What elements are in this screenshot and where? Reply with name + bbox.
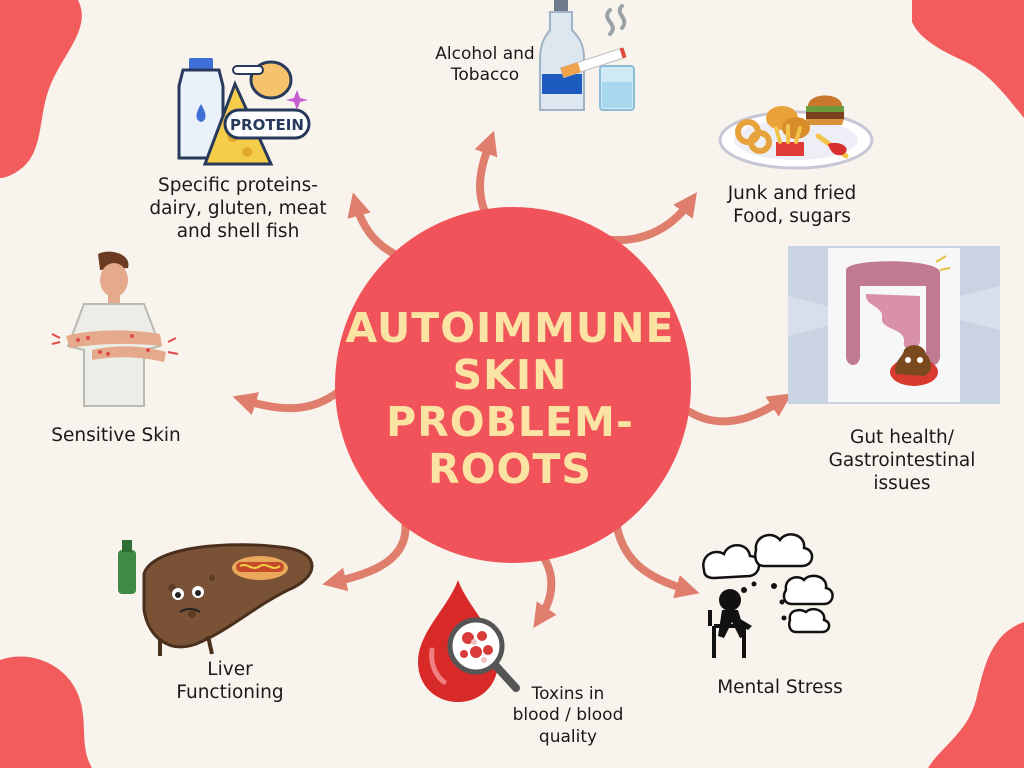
corner-blob-bottom-right [928, 622, 1024, 768]
label-junk: Junk and fried Food, sugars [727, 183, 857, 228]
arrow-stress [612, 518, 700, 599]
itchy-man-icon [51, 251, 179, 407]
milk-cheese-chicken-icon: PROTEIN [177, 58, 311, 166]
intestine-poster-icon [788, 246, 1000, 404]
label-alcohol: Alcohol and Tobacco [435, 44, 535, 86]
stressed-person-icon [702, 533, 834, 658]
corner-blob-bottom-left [0, 656, 92, 768]
blood-drop-magnifier-icon [418, 580, 520, 702]
arrow-gut [686, 393, 792, 426]
label-skin: Sensitive Skin [51, 425, 181, 446]
label-stress: Mental Stress [717, 677, 843, 698]
label-liver: Liver Functioning [176, 659, 284, 704]
label-gut: Gut health/ Gastrointestinal issues [828, 427, 976, 495]
sick-liver-icon [118, 540, 314, 656]
bottle-cigarette-glass-icon [539, 0, 635, 111]
arrow-liver [322, 516, 410, 592]
corner-blob-top-right [912, 0, 1024, 118]
label-toxins: Toxins in blood / blood quality [512, 684, 624, 747]
fried-food-plate-icon [718, 95, 874, 170]
diagram-title: AUTOIMMUNE SKIN PROBLEM- ROOTS [345, 304, 675, 493]
arrow-skin [232, 388, 342, 416]
label-proteins: Specific proteins- dairy, gluten, meat a… [149, 175, 327, 243]
corner-blob-top-left [0, 0, 82, 178]
protein-badge-text: PROTEIN [230, 116, 304, 134]
